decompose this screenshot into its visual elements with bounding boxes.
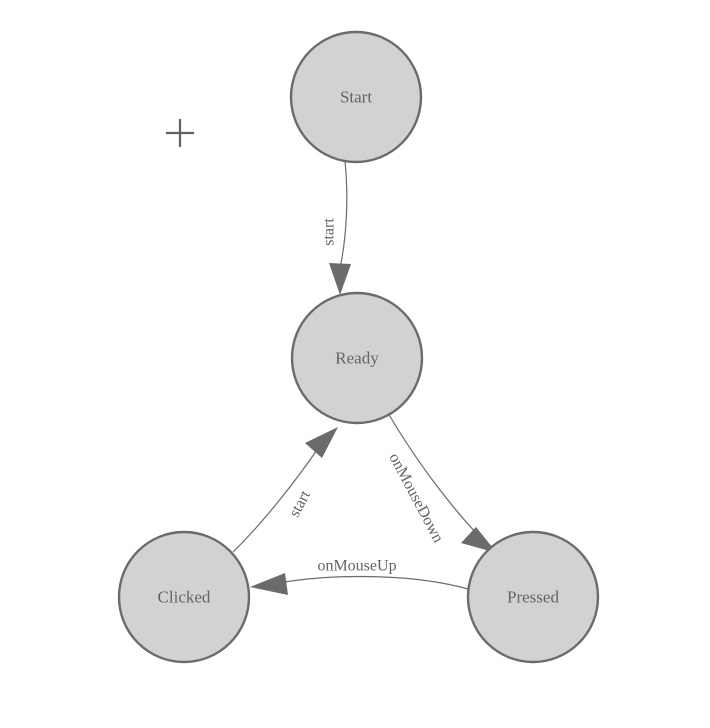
plus-marker-icon[interactable] [166,119,194,147]
edge-pressed-to-clicked-path [278,575,469,590]
edge-clicked-to-ready-arrowhead [305,427,338,458]
node-pressed-circle[interactable] [466,530,600,664]
node-ready[interactable]: Ready [290,291,424,425]
node-start-label: Start [340,88,372,107]
edge-start-to-ready-arrowhead [329,263,351,295]
edge-ready-to-pressed[interactable]: onMouseDown [385,412,497,553]
edge-label-ready-to-pressed: onMouseDown [385,450,446,545]
edge-clicked-to-ready[interactable]: start [232,427,338,553]
node-clicked[interactable]: Clicked [117,530,251,664]
edge-pressed-to-clicked[interactable]: onMouseUp [250,558,469,596]
edge-clicked-to-ready-path [232,446,320,553]
edge-start-to-ready-path [339,160,348,269]
node-start-circle[interactable] [289,30,423,164]
node-ready-label: Ready [335,349,379,368]
edge-ready-to-pressed-path [387,412,478,535]
node-ready-circle[interactable] [290,291,424,425]
node-pressed[interactable]: Pressed [466,530,600,664]
edge-start-to-ready[interactable]: start [321,160,352,295]
edge-label-clicked-to-ready: start [286,487,314,520]
edge-pressed-to-clicked-arrowhead [250,573,288,595]
edge-ready-to-pressed-arrowhead [461,527,497,553]
node-start[interactable]: Start [289,30,423,164]
edge-label-start-to-ready: start [321,218,338,246]
node-clicked-circle[interactable] [117,530,251,664]
node-clicked-label: Clicked [158,588,211,607]
node-pressed-label: Pressed [507,588,559,607]
edge-label-pressed-to-clicked: onMouseUp [317,558,396,575]
